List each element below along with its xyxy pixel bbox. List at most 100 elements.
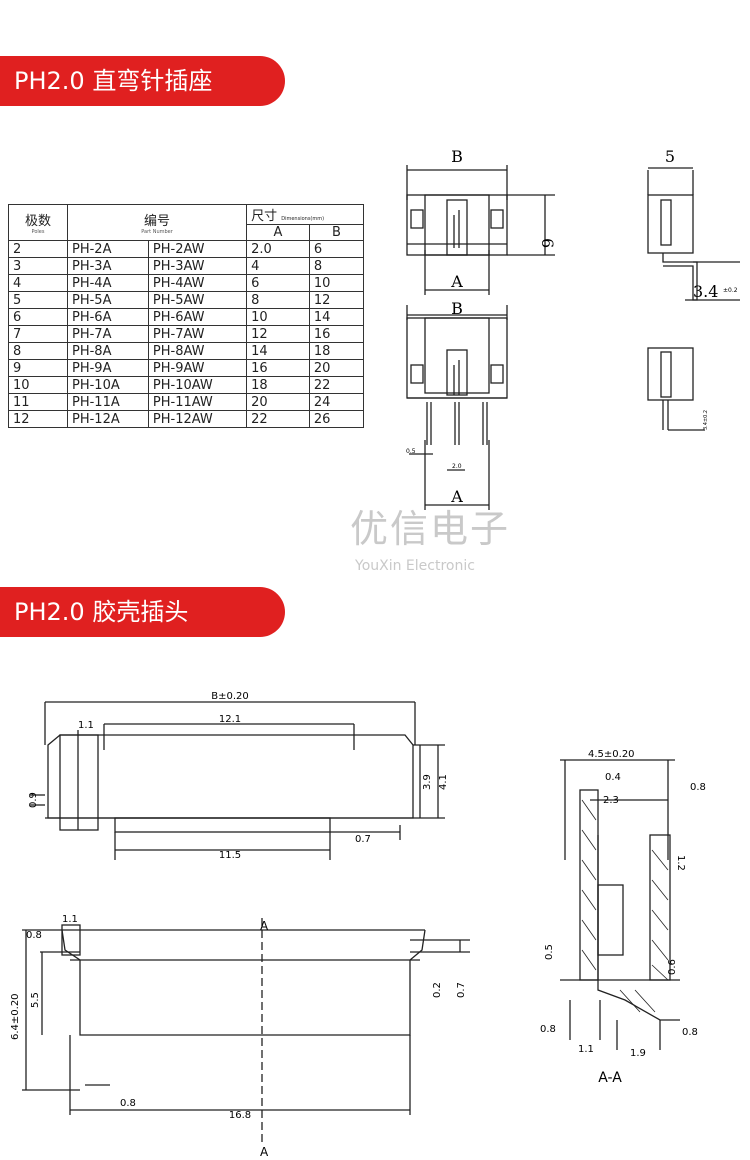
- table-cell: PH-5AW: [147, 291, 248, 309]
- header-a: A: [246, 224, 310, 241]
- dim-0-9: 0.9: [28, 792, 39, 808]
- table-cell: 10: [246, 308, 310, 326]
- table-cell: 16: [246, 359, 310, 377]
- table-cell: PH-6A: [67, 308, 149, 326]
- section-mark-a-bottom: A: [260, 1145, 269, 1159]
- table-cell: 12: [308, 291, 365, 309]
- dim-a: A: [450, 272, 463, 291]
- table-cell: 10: [308, 274, 365, 292]
- table-cell: 4: [246, 257, 310, 275]
- section-title: PH2.0 胶壳插头: [14, 598, 189, 626]
- dim-1-1-c: 1.1: [578, 1044, 594, 1055]
- table-cell: 22: [246, 410, 310, 428]
- table-cell: 20: [246, 393, 310, 411]
- table-cell: PH-12AW: [147, 410, 248, 428]
- table-cell: 8: [246, 291, 310, 309]
- table-cell: 2.0: [246, 240, 310, 258]
- dim-5-5: 5.5: [30, 992, 41, 1008]
- table-cell: PH-10A: [67, 376, 149, 394]
- table-cell: 20: [308, 359, 365, 377]
- dim-1-1-b: 1.1: [62, 914, 78, 925]
- table-cell: 8: [8, 342, 68, 360]
- dim-16-8: 16.8: [229, 1110, 251, 1121]
- table-cell: 22: [308, 376, 365, 394]
- watermark-subtext: YouXin Electronic: [355, 558, 475, 574]
- table-cell: PH-4AW: [147, 274, 248, 292]
- dim-3-9: 3.9: [422, 774, 433, 790]
- dim-1-1: 1.1: [78, 720, 94, 731]
- table-cell: 26: [308, 410, 365, 428]
- table-cell: 18: [308, 342, 365, 360]
- table-cell: PH-2AW: [147, 240, 248, 258]
- table-cell: 4: [8, 274, 68, 292]
- table-cell: PH-9A: [67, 359, 149, 377]
- table-cell: PH-8A: [67, 342, 149, 360]
- table-cell: PH-12A: [67, 410, 149, 428]
- table-cell: PH-3A: [67, 257, 149, 275]
- dim-2-3: 2.3: [603, 795, 619, 806]
- watermark-text: 优信电子: [350, 507, 511, 551]
- table-cell: 6: [246, 274, 310, 292]
- dim-0-4: 0.4: [605, 772, 621, 783]
- table-cell: PH-11AW: [147, 393, 248, 411]
- table-cell: 14: [246, 342, 310, 360]
- dim-a-2: A: [450, 487, 463, 506]
- dim-0-6: 0.6: [667, 959, 678, 975]
- dim-12-1: 12.1: [219, 714, 241, 725]
- table-cell: 3: [8, 257, 68, 275]
- dim-0-7: 0.7: [355, 834, 371, 845]
- dim-0-8: 0.8: [26, 930, 42, 941]
- table-cell: PH-5A: [67, 291, 149, 309]
- section-label: A-A: [598, 1070, 622, 1086]
- table-cell: 24: [308, 393, 365, 411]
- dim-0-8-d: 0.8: [540, 1024, 556, 1035]
- dim-width-5: 5: [665, 147, 675, 166]
- table-cell: 18: [246, 376, 310, 394]
- table-cell: 11: [8, 393, 68, 411]
- table-cell: 6: [308, 240, 365, 258]
- table-cell: PH-9AW: [147, 359, 248, 377]
- dim-0-8-c: 0.8: [690, 782, 706, 793]
- dim-height-6: 6: [538, 238, 557, 248]
- table-cell: 16: [308, 325, 365, 343]
- header-dimensions: 尺寸 Dimensions(mm): [246, 204, 364, 225]
- dim-0-2: 0.2: [432, 982, 443, 998]
- table-cell: PH-10AW: [147, 376, 248, 394]
- table-cell: 5: [8, 291, 68, 309]
- dim-pitch: 2.0: [452, 463, 462, 470]
- table-cell: 7: [8, 325, 68, 343]
- dim-1-2: 1.2: [675, 855, 686, 871]
- dim-pin-len-2: 3.4±0.2: [703, 410, 709, 430]
- dim-0-5: 0.5: [544, 944, 555, 960]
- table-cell: 12: [8, 410, 68, 428]
- receptacle-drawing: B A B A 6 5 3.4 ±0.2 0.5 2.0 3.4±0.2: [406, 147, 740, 510]
- dim-pin-tol: ±0.2: [723, 287, 738, 294]
- dim-b-2: B: [451, 299, 463, 318]
- housing-drawing: B±0.20 1.1 12.1 3.9 4.1 0.9 0.7 11.5 1.1…: [10, 691, 706, 1159]
- dim-pin-width: 0.5: [406, 448, 416, 455]
- table-cell: 2: [8, 240, 68, 258]
- table-cell: 10: [8, 376, 68, 394]
- table-cell: 9: [8, 359, 68, 377]
- section-title: PH2.0 直弯针插座: [14, 67, 213, 95]
- dim-pin-length: 3.4: [693, 282, 718, 301]
- table-cell: PH-4A: [67, 274, 149, 292]
- section-mark-a-top: A: [260, 919, 269, 933]
- dim-6-4-tol: 6.4±0.20: [10, 993, 21, 1040]
- table-cell: 8: [308, 257, 365, 275]
- dim-0-8-e: 0.8: [682, 1027, 698, 1038]
